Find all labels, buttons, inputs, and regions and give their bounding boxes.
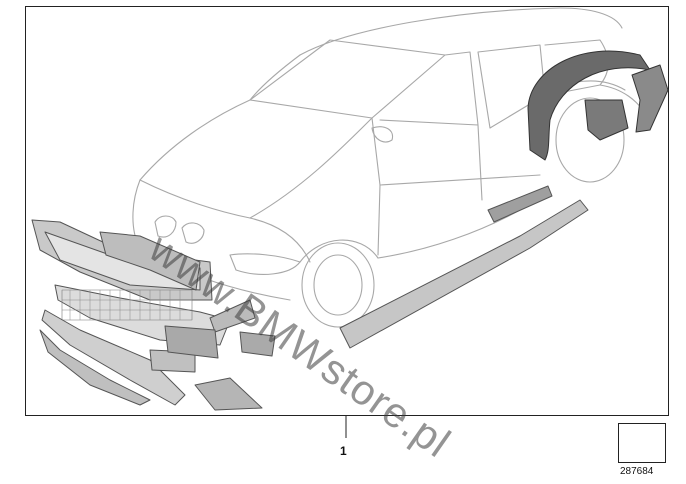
rear-wheel-liner bbox=[527, 50, 669, 161]
front-bumper-parts bbox=[31, 219, 276, 411]
reference-box bbox=[618, 423, 666, 463]
diagram-frame bbox=[25, 6, 669, 416]
side-skirt bbox=[339, 185, 589, 349]
reference-number: 287684 bbox=[620, 466, 654, 477]
callout-number: 1 bbox=[340, 444, 347, 458]
